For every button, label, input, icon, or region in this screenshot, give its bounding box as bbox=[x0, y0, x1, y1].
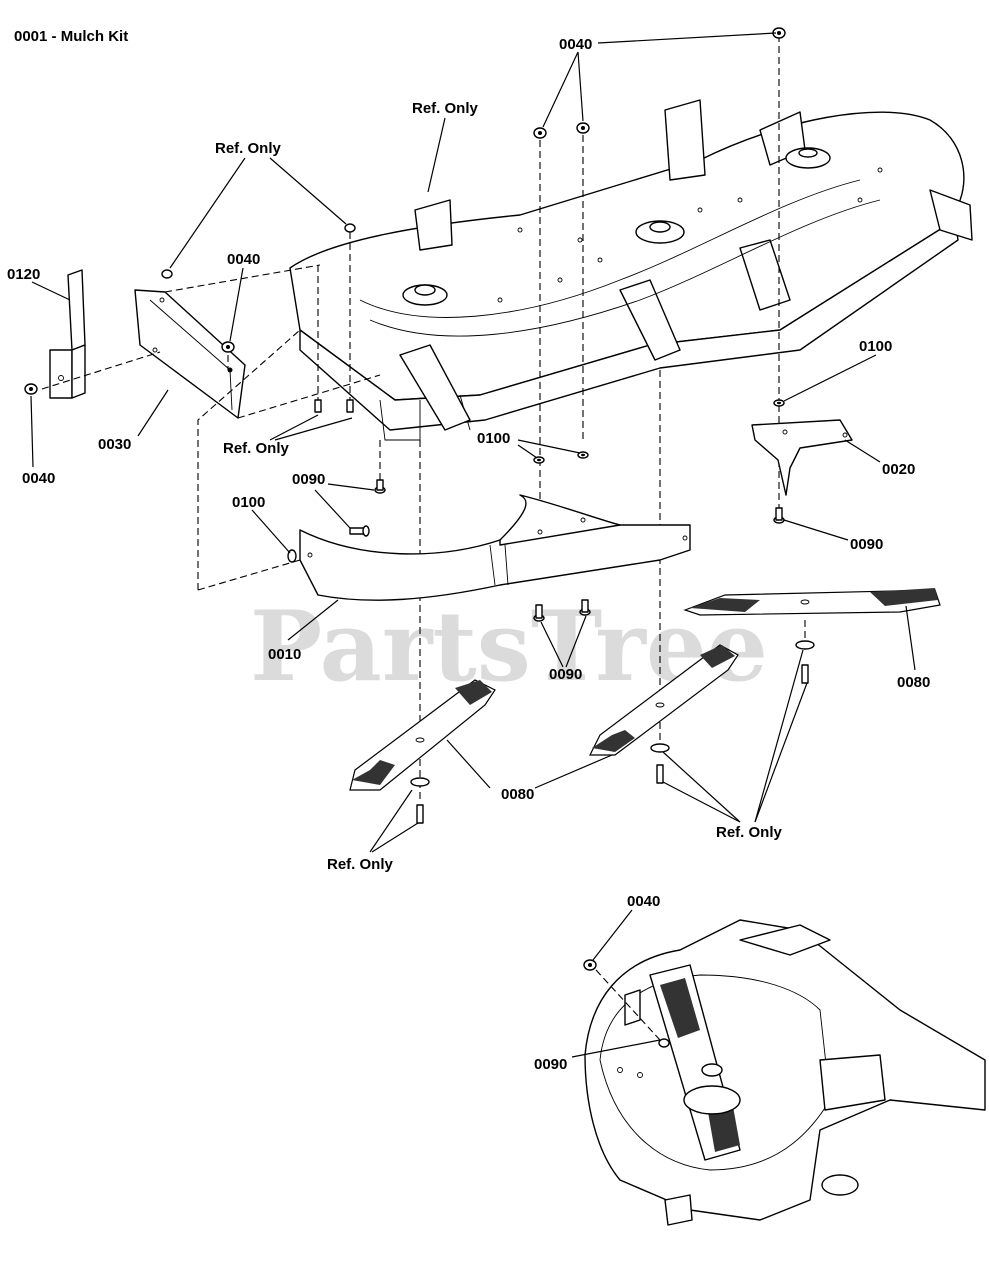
washer-0100-mid-a bbox=[533, 456, 545, 464]
label-0100-mid: 0100 bbox=[477, 430, 510, 447]
nut-0040-far-left bbox=[24, 383, 38, 395]
deflector-0020 bbox=[751, 419, 853, 496]
detail-view-deck bbox=[584, 919, 986, 1226]
label-ref-left-top: Ref. Only bbox=[215, 140, 282, 157]
baffle-0010 bbox=[299, 494, 691, 601]
label-0090-mid: 0090 bbox=[549, 666, 582, 683]
label-ref-left-mid: Ref. Only bbox=[223, 440, 290, 457]
nut-0040-detail bbox=[583, 959, 597, 971]
label-0090-detail: 0090 bbox=[534, 1056, 567, 1073]
leader-lines bbox=[30, 32, 916, 1058]
blade-0080-left bbox=[349, 679, 496, 791]
label-0040-top: 0040 bbox=[559, 36, 592, 53]
bolt-0090-left-b bbox=[349, 525, 370, 537]
bolt-0090-mid-a bbox=[533, 604, 545, 622]
ref-hardware-left-blade bbox=[410, 777, 430, 824]
label-0010: 0010 bbox=[268, 646, 301, 663]
blade-0080-right bbox=[683, 588, 941, 616]
nut-ref-left-b bbox=[344, 223, 356, 233]
label-0040-left: 0040 bbox=[227, 251, 260, 268]
ref-hardware-middle-blade bbox=[650, 743, 670, 784]
bracket-0120 bbox=[49, 269, 86, 399]
nut-0040-left bbox=[221, 341, 235, 353]
bolt-0090-mid-b bbox=[579, 599, 591, 616]
washer-0100-mid-b bbox=[577, 451, 589, 459]
bolt-0090-right bbox=[773, 507, 785, 524]
label-0100-right: 0100 bbox=[859, 338, 892, 355]
label-0080-right: 0080 bbox=[897, 674, 930, 691]
label-0040-far-left: 0040 bbox=[22, 470, 55, 487]
blade-0080-middle bbox=[589, 644, 739, 756]
diagram-title: 0001 - Mulch Kit bbox=[14, 28, 128, 45]
label-0040-detail: 0040 bbox=[627, 893, 660, 910]
label-0030: 0030 bbox=[98, 436, 131, 453]
bolt-0090-detail bbox=[658, 1038, 670, 1048]
nut-0040-top-a bbox=[533, 127, 547, 139]
label-ref-bottom-right: Ref. Only bbox=[716, 824, 783, 841]
label-0090-right: 0090 bbox=[850, 536, 883, 553]
ref-bolts-under-deck bbox=[314, 399, 354, 413]
washer-0100-right bbox=[773, 399, 785, 407]
part-labels: 0040 Ref. Only Ref. Only 0040 0120 0040 … bbox=[7, 36, 930, 1073]
ref-hardware-right-blade bbox=[795, 640, 815, 684]
bolt-0090-left-a bbox=[374, 479, 386, 494]
baffle-0030 bbox=[134, 289, 246, 419]
nut-ref-left-a bbox=[161, 269, 173, 279]
mower-deck bbox=[289, 99, 973, 441]
label-0100-left: 0100 bbox=[232, 494, 265, 511]
label-0090-left: 0090 bbox=[292, 471, 325, 488]
label-ref-top: Ref. Only bbox=[412, 100, 479, 117]
label-0080-mid: 0080 bbox=[501, 786, 534, 803]
label-0020: 0020 bbox=[882, 461, 915, 478]
nut-0040-top-b bbox=[576, 122, 590, 134]
label-ref-bottom-left: Ref. Only bbox=[327, 856, 394, 873]
label-0120: 0120 bbox=[7, 266, 40, 283]
